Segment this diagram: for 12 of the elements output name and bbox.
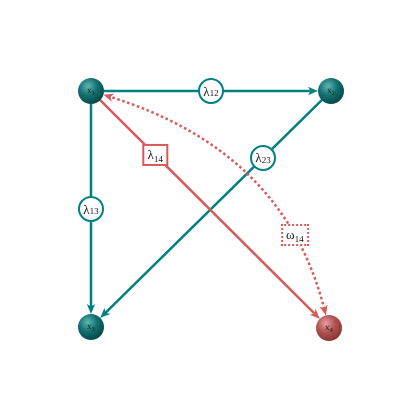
sphere-node: [78, 314, 104, 340]
node-label: x$_{4}$: [325, 323, 333, 333]
sphere-node: [78, 78, 104, 104]
node-label: x$_{1}$: [87, 86, 95, 96]
sphere-node: [316, 315, 342, 341]
sphere-node: [318, 78, 344, 104]
edge-label: λ$_{14}$: [142, 144, 168, 166]
node-label: x$_{2}$: [327, 86, 335, 96]
arrow: [104, 86, 318, 96]
arrow: [86, 104, 96, 314]
node-label: x$_{3}$: [87, 322, 95, 332]
edge-label: ω$_{14}$: [281, 224, 309, 246]
